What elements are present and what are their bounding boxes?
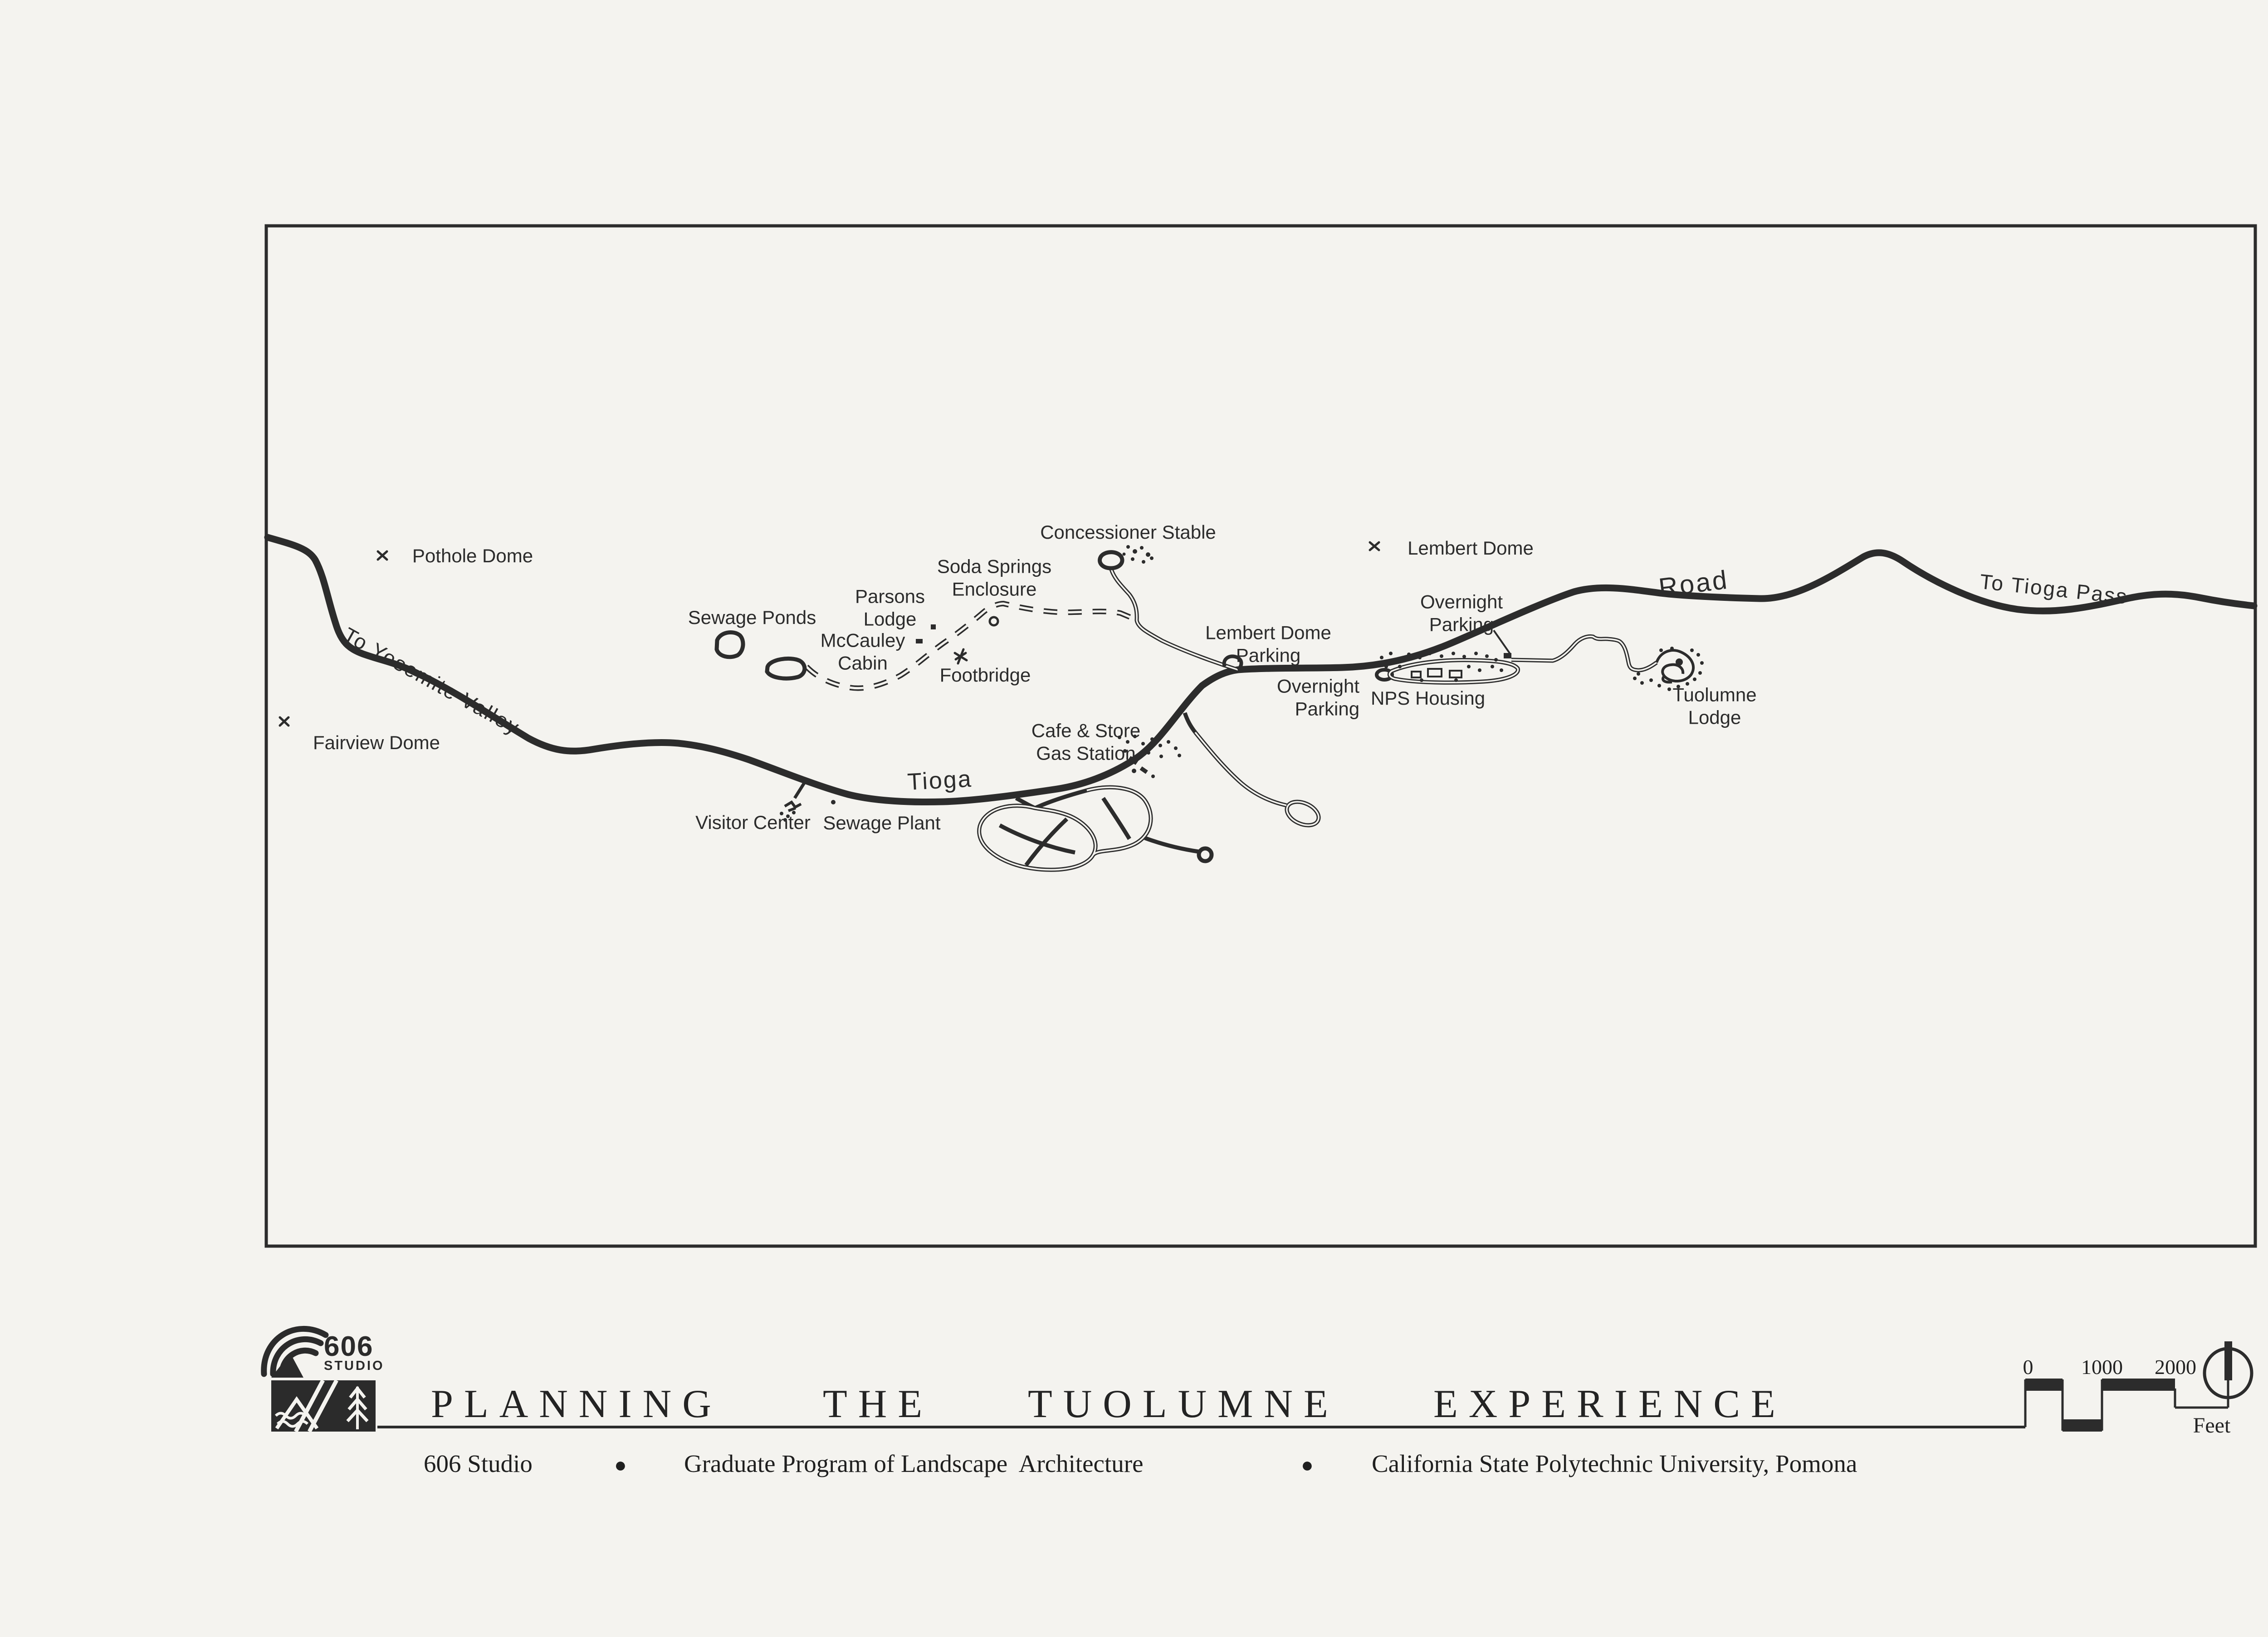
label-parsons-lodge: Parsons Lodge <box>855 585 925 629</box>
label-sewage-plant: Sewage Plant <box>823 812 941 834</box>
label-concessioner-stable: Concessioner Stable <box>1040 521 1216 543</box>
label-visitor-center: Visitor Center <box>695 812 811 833</box>
label-overnight-parking-east: Overnight Parking <box>1420 591 1503 635</box>
pothole-dome-summit-marker <box>376 550 388 561</box>
label-soda-springs-enclosure: Soda Springs Enclosure <box>937 555 1052 599</box>
label-cafe-store-gas-station: Cafe & Store Gas Station <box>1031 720 1141 764</box>
stable-corral-dots <box>1122 545 1154 564</box>
sheet-title-word-4: EXPERIENCE <box>1433 1382 1786 1426</box>
sewage-plant-dot <box>831 800 836 804</box>
sewage-ponds-shapes <box>714 630 807 681</box>
label-nps-housing: NPS Housing <box>1370 687 1486 709</box>
scale-bar <box>2024 1379 2228 1432</box>
sheet-title-word-2: THE <box>823 1382 934 1426</box>
overnight-parking-leader <box>1493 629 1511 658</box>
soda-springs-circle <box>988 616 999 627</box>
logo-number: 606 <box>324 1331 374 1362</box>
lembert-dome-summit-marker <box>1369 541 1380 551</box>
footbridge-symbol <box>953 648 968 665</box>
tioga-road-line <box>264 534 2258 806</box>
credit-program: Graduate Program of Landscape Architectu… <box>684 1450 1144 1477</box>
visitor-center-spur <box>780 780 807 822</box>
label-lembert-dome-parking: Lembert Dome Parking <box>1205 622 1331 666</box>
label-overnight-parking-west: Overnight Parking <box>1276 675 1360 719</box>
credit-bullet-icon: ● <box>1301 1453 1314 1476</box>
scale-tick-1000: 1000 <box>2081 1355 2123 1379</box>
footer-rule <box>377 1426 2025 1428</box>
soda-springs-trail <box>804 600 1133 691</box>
gas-station-marks <box>1118 735 1181 778</box>
map-frame-border <box>264 224 2257 1248</box>
logo-word: STUDIO <box>324 1359 385 1373</box>
label-tuolumne-lodge: Tuolumne Lodge <box>1672 684 1757 728</box>
studio-logo-graphic <box>261 1325 376 1433</box>
sheet-title-word-3: TUOLUMNE <box>1028 1382 1339 1426</box>
label-sewage-ponds: Sewage Ponds <box>688 607 816 628</box>
fairview-dome-summit-marker <box>279 716 290 727</box>
lembert-parking-loop <box>1222 654 1243 671</box>
sheet-title-word-1: PLANNING <box>431 1382 722 1426</box>
stable-road <box>1098 550 1239 672</box>
label-footbridge: Footbridge <box>939 664 1031 686</box>
credit-studio: 606 Studio <box>424 1450 533 1477</box>
credit-university: California State Polytechnic University,… <box>1372 1450 1857 1477</box>
label-lembert-dome: Lembert Dome <box>1408 537 1534 559</box>
parsons-lodge-dot <box>931 624 936 629</box>
campground-roads <box>977 712 1321 872</box>
label-mccauley-cabin: McCauley Cabin <box>820 629 905 673</box>
credit-bullet-icon: ● <box>614 1453 627 1476</box>
mccauley-cabin-dot <box>916 639 923 643</box>
north-arrow-compass <box>2203 1341 2253 1408</box>
tuolumne-lodge-road <box>1511 634 1704 691</box>
label-tioga: Tioga <box>906 765 973 796</box>
scale-tick-2000: 2000 <box>2155 1355 2196 1379</box>
label-fairview-dome: Fairview Dome <box>313 732 440 754</box>
label-pothole-dome: Pothole Dome <box>412 545 533 567</box>
nps-housing-area <box>1375 652 1520 685</box>
scale-unit-label: Feet <box>2193 1413 2231 1437</box>
scale-tick-0: 0 <box>2023 1355 2033 1379</box>
